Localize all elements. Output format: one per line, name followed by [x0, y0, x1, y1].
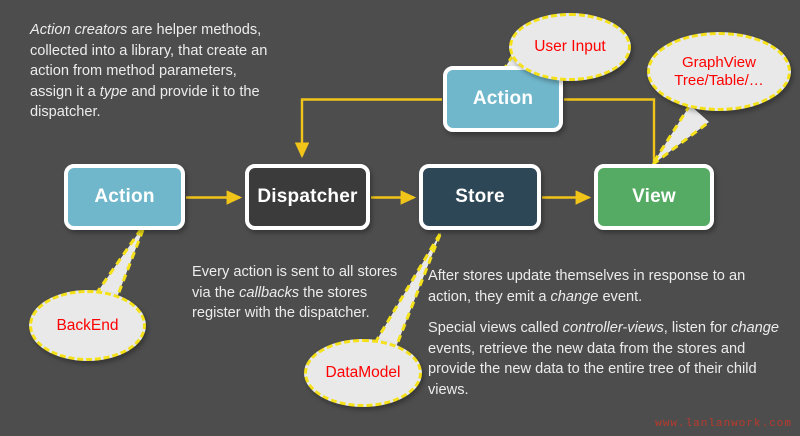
node-action-left[interactable]: Action — [64, 164, 185, 230]
node-label: View — [632, 186, 676, 207]
callout-bubble: User Input — [509, 13, 631, 81]
node-label: Dispatcher — [257, 186, 358, 207]
callout-bubble: DataModel — [304, 339, 422, 407]
edge-action-top-to-dispatcher — [294, 98, 442, 159]
callout-tail-graphview — [650, 104, 710, 167]
paragraph-group-store-view: After stores update themselves in respon… — [428, 266, 780, 411]
paragraph-controller-views: Special views called controller-views, l… — [428, 320, 779, 398]
watermark: www.lanlanwork.com — [655, 418, 792, 430]
callout-bubble: BackEnd — [29, 290, 146, 361]
node-label: Action — [472, 88, 534, 109]
paragraph-action-creators: Action creators are helper methods, coll… — [30, 22, 268, 120]
node-dispatcher[interactable]: Dispatcher — [245, 164, 370, 230]
paragraph-dispatcher-callbacks: Every action is sent to all stores via t… — [192, 264, 398, 321]
edge-view-to-action-top — [564, 98, 656, 166]
node-store[interactable]: Store — [419, 164, 541, 230]
callout-tail-backend — [94, 221, 148, 301]
paragraph-store-change-event: After stores update themselves in respon… — [428, 268, 746, 305]
node-label: Store — [455, 186, 505, 207]
node-view[interactable]: View — [594, 164, 714, 230]
callout-tail-datamodel — [373, 231, 443, 348]
node-label: Action — [94, 186, 155, 207]
